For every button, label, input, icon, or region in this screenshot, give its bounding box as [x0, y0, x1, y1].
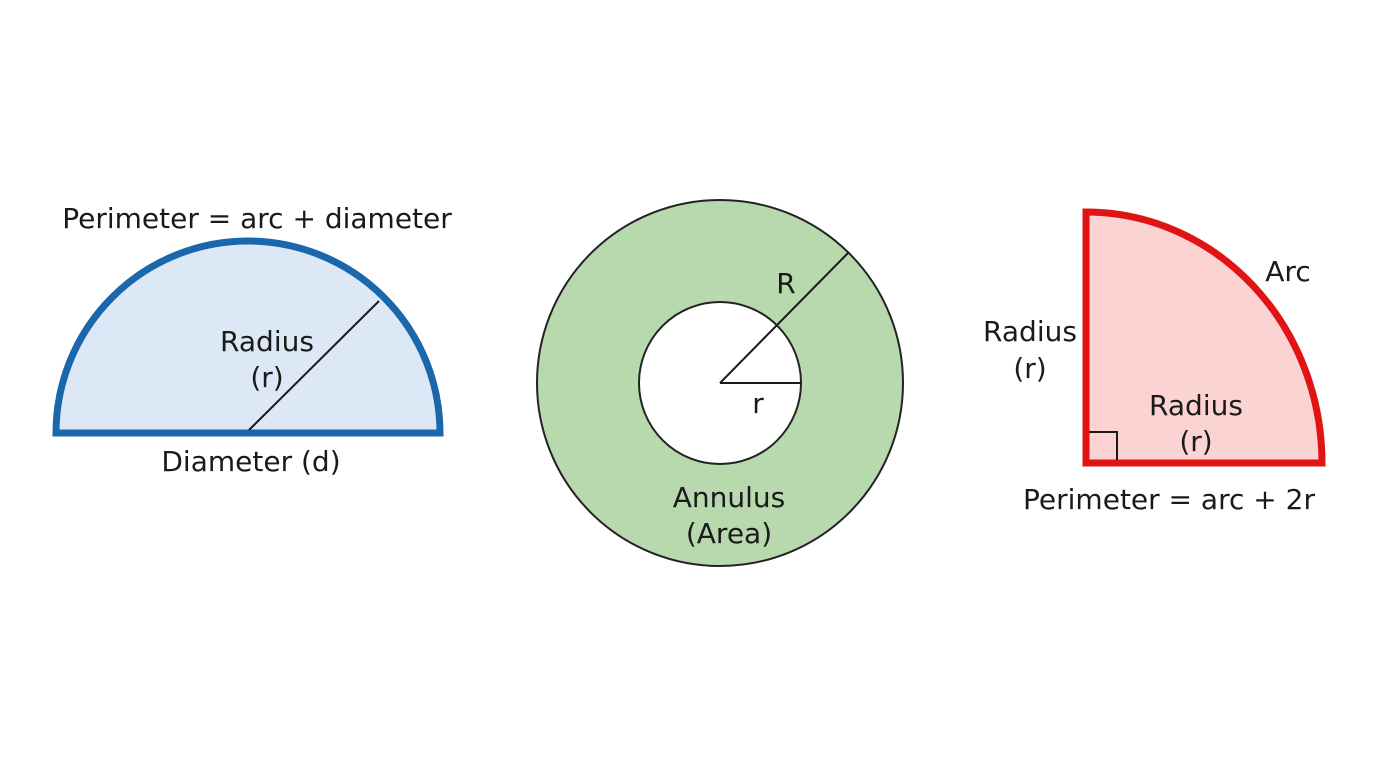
annulus-outer-radius-line — [719, 251, 850, 384]
quarter-circle-inner-radius-symbol: (r) — [1179, 425, 1212, 458]
annulus-inner-radius-label: r — [752, 387, 764, 420]
quarter-circle-figure: Arc Radius (r) Radius (r) Perimeter = ar… — [983, 208, 1326, 516]
annulus-figure: R r Annulus (Area) — [536, 199, 904, 567]
semicircle-shape — [52, 237, 444, 437]
semicircle-diameter-label: Diameter (d) — [161, 445, 340, 478]
semicircle-figure: Perimeter = arc + diameter Radius (r) Di… — [52, 202, 452, 478]
right-angle-marker — [1089, 431, 1118, 460]
semicircle-radius-label: Radius — [220, 325, 314, 358]
quarter-circle-side-radius-symbol: (r) — [1013, 352, 1046, 385]
quarter-circle-inner-radius-label: Radius — [1149, 389, 1243, 422]
annulus-area-sublabel: (Area) — [686, 517, 772, 550]
quarter-circle-side-radius-label: Radius — [983, 315, 1077, 348]
annulus-area-label: Annulus — [673, 481, 786, 514]
quarter-circle-arc-label: Arc — [1265, 255, 1310, 288]
quarter-circle-shape — [1082, 208, 1326, 467]
quarter-circle-perimeter-label: Perimeter = arc + 2r — [1023, 483, 1315, 516]
semicircle-perimeter-label: Perimeter = arc + diameter — [62, 202, 452, 235]
semicircle-radius-line — [248, 300, 380, 431]
annulus-outer-radius-label: R — [776, 267, 795, 300]
semicircle-radius-symbol: (r) — [250, 361, 283, 394]
